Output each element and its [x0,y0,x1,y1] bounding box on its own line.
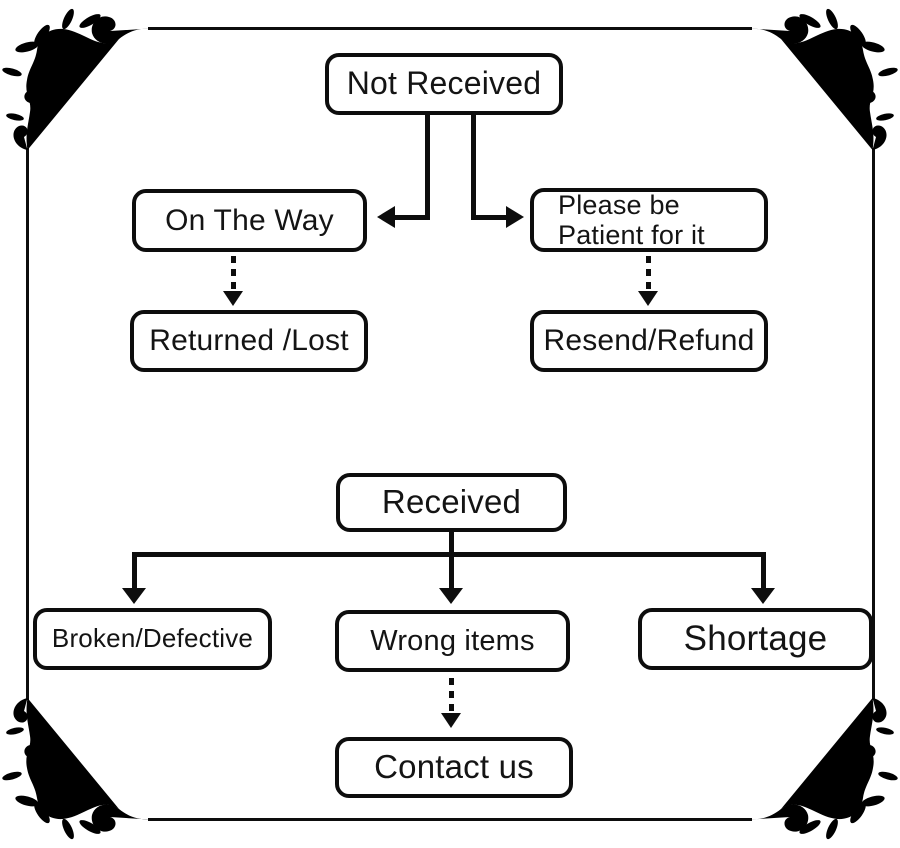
frame-top-line [148,27,752,30]
arrowhead-to-resend-refund [638,291,658,306]
edge-ontheway-returnedlost-dashed [231,256,236,292]
arrowhead-to-returned-lost [223,291,243,306]
arrowhead-to-broken-defective [122,588,146,604]
node-wrong-items-label: Wrong items [370,624,535,657]
node-broken-defective: Broken/Defective [33,608,272,670]
frame-left-line [26,148,29,700]
edge-notreceived-right-stem [471,114,476,220]
node-returned-lost: Returned /Lost [130,310,368,372]
node-please-be-patient: Please be Patient for it [530,188,768,252]
node-please-be-patient-line1: Please be [558,189,680,220]
edge-received-crossbar [132,552,766,557]
node-on-the-way-label: On The Way [165,203,334,237]
edge-notreceived-left-stem [425,114,430,220]
edge-received-right-drop [761,552,766,588]
corner-flourish-top-left-icon [0,0,150,150]
edge-wrongitems-contactus-dashed [449,678,454,712]
node-not-received-label: Not Received [346,65,542,102]
arrowhead-to-please-patient [506,206,524,228]
corner-flourish-top-right-icon [750,0,900,150]
frame-bottom-line [148,818,752,821]
edge-notreceived-right-arm [474,215,506,220]
arrowhead-to-contact-us [441,713,461,728]
arrowhead-to-shortage [751,588,775,604]
corner-flourish-bottom-left-icon [0,698,150,848]
node-contact-us-label: Contact us [374,748,534,786]
node-contact-us: Contact us [335,737,573,798]
node-shortage: Shortage [638,608,873,670]
node-received: Received [336,473,567,532]
edge-received-left-drop [132,552,137,588]
edge-notreceived-left-arm [395,215,427,220]
node-resend-refund: Resend/Refund [530,310,768,372]
arrowhead-to-on-the-way [377,206,395,228]
node-resend-refund-label: Resend/Refund [543,324,755,358]
node-wrong-items: Wrong items [335,610,570,672]
edge-received-stem [449,531,454,555]
arrowhead-to-wrong-items [439,588,463,604]
edge-patient-resendrefund-dashed [646,256,651,292]
node-received-label: Received [381,483,522,521]
node-on-the-way: On The Way [132,189,367,252]
node-returned-lost-label: Returned /Lost [149,324,349,358]
corner-flourish-bottom-right-icon [750,698,900,848]
node-broken-defective-label: Broken/Defective [51,623,254,654]
node-not-received: Not Received [325,53,563,115]
node-please-be-patient-line2: Patient for it [558,220,705,250]
edge-received-mid-drop [449,556,454,588]
frame-right-line [872,148,875,700]
node-shortage-label: Shortage [683,618,828,658]
